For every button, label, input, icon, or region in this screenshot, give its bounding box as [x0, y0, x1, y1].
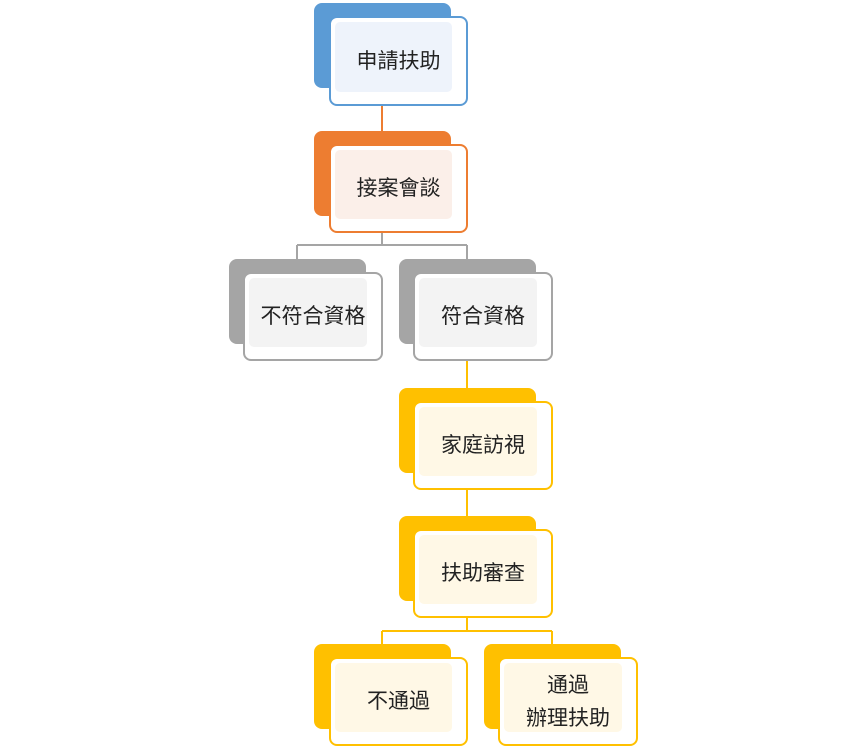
node-apply-label: 申請扶助 — [356, 48, 441, 73]
node-review-box: 扶助審查 — [413, 529, 553, 618]
node-intake-box: 接案會談 — [329, 144, 468, 233]
node-rejected: 不通過 — [314, 644, 469, 747]
node-ineligible: 不符合資格 — [229, 259, 384, 362]
node-intake-label: 接案會談 — [356, 176, 441, 201]
node-home-visit-box: 家庭訪視 — [413, 401, 553, 490]
node-eligible: 符合資格 — [399, 259, 554, 362]
node-ineligible-box: 不符合資格 — [243, 272, 383, 361]
node-eligible-label: 符合資格 — [441, 304, 525, 329]
node-approved-box: 通過 辦理扶助 — [498, 657, 638, 746]
node-rejected-box: 不通過 — [329, 657, 468, 746]
node-approved-label-line1: 通過 — [547, 672, 589, 697]
node-rejected-label: 不通過 — [367, 689, 430, 714]
node-home-visit: 家庭訪視 — [399, 388, 554, 490]
node-apply-box: 申請扶助 — [329, 16, 468, 106]
node-review-label: 扶助審查 — [441, 561, 525, 586]
node-approved-label-line2: 辦理扶助 — [526, 705, 610, 730]
node-apply: 申請扶助 — [314, 3, 469, 106]
node-eligible-box: 符合資格 — [413, 272, 553, 361]
node-ineligible-label: 不符合資格 — [260, 304, 366, 329]
node-review: 扶助審查 — [399, 516, 554, 618]
node-intake: 接案會談 — [314, 131, 469, 233]
node-home-visit-label: 家庭訪視 — [441, 433, 525, 458]
node-approved: 通過 辦理扶助 — [484, 644, 639, 747]
